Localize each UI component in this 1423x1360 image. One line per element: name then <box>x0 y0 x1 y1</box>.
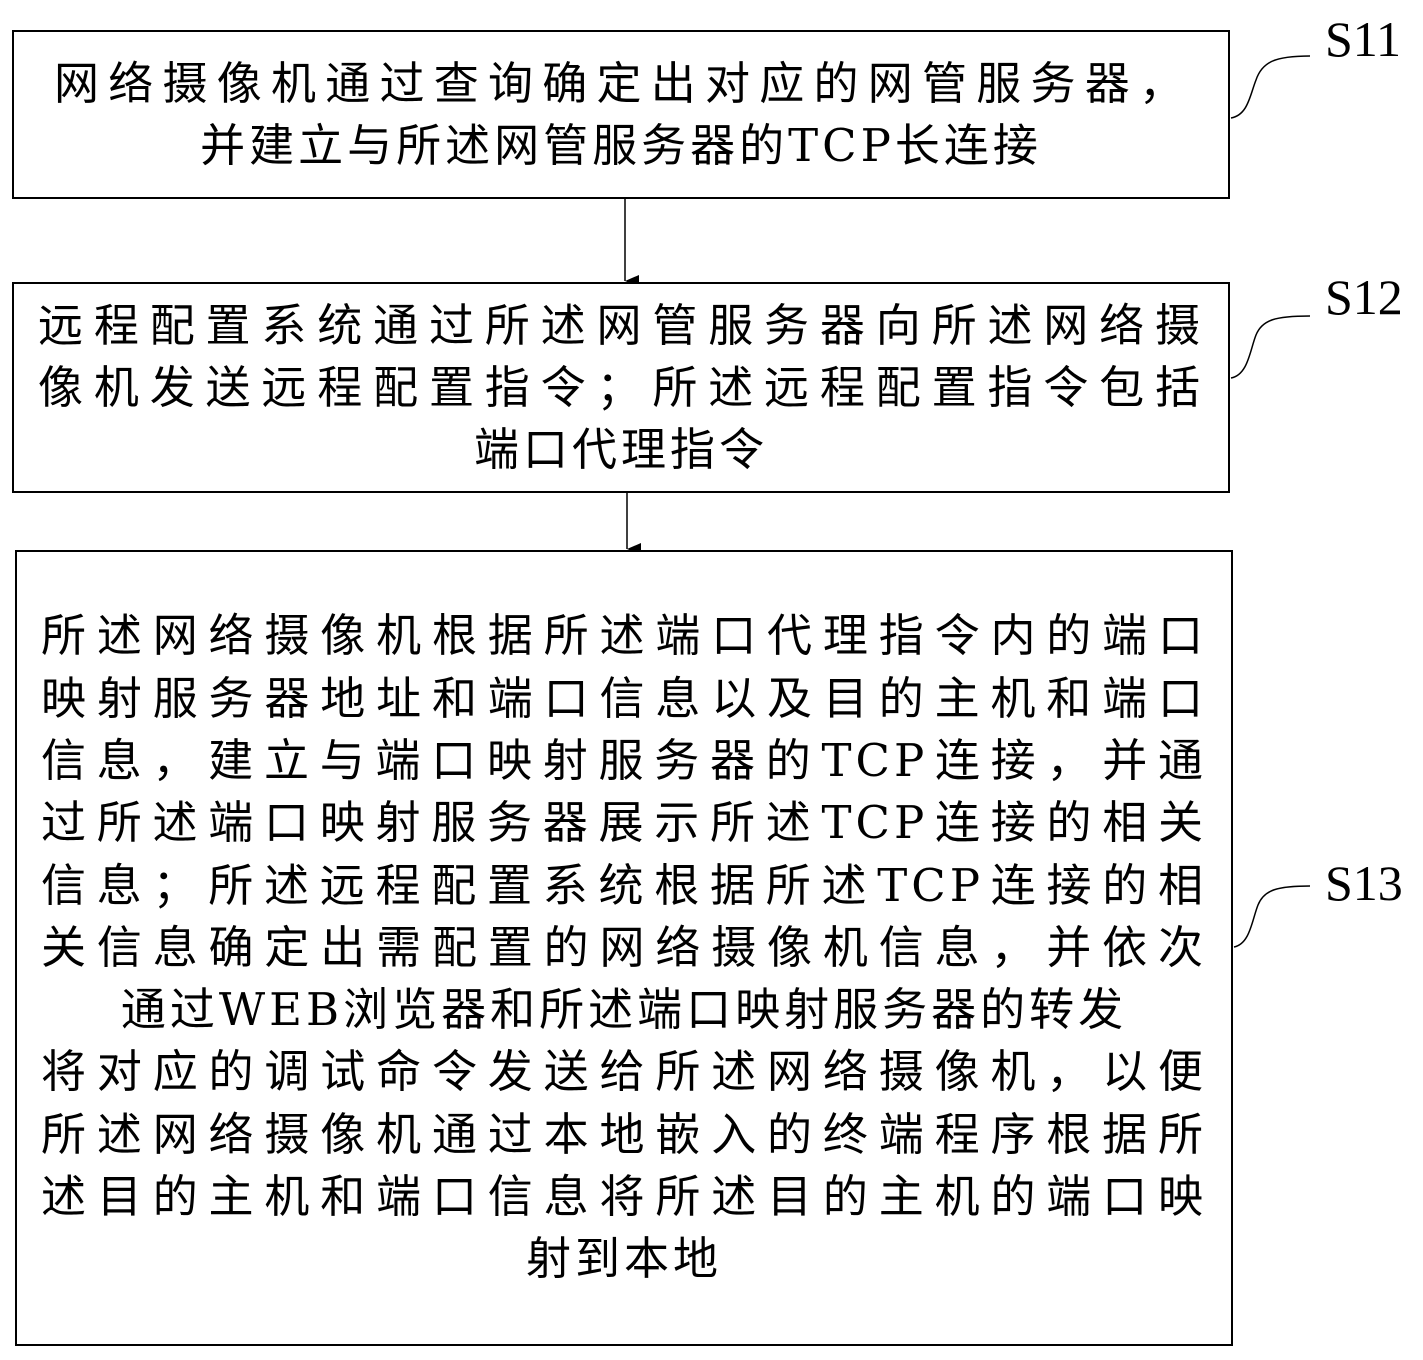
step-s13-line: 信息，建立与端口映射服务器的TCP连接，并通 <box>41 733 1207 787</box>
step-s11-line: 网络摄像机通过查询确定出对应的网管服务器， <box>54 56 1188 110</box>
step-s13-line: 关信息确定出需配置的网络摄像机信息，并依次 <box>41 920 1207 974</box>
step-s13-line: 过所述端口映射服务器展示所述TCP连接的相关 <box>41 796 1207 850</box>
step-s12-line: 像机发送远程配置指令；所述远程配置指令包括 <box>38 360 1204 414</box>
step-s12-line: 端口代理指令 <box>473 422 768 476</box>
step-s11-line: 并建立与所述网管服务器的TCP长连接 <box>200 118 1042 172</box>
step-box-s11: 网络摄像机通过查询确定出对应的网管服务器， 并建立与所述网管服务器的TCP长连接 <box>12 30 1230 199</box>
step-s13-line: 信息；所述远程配置系统根据所述TCP连接的相 <box>41 858 1207 912</box>
step-box-s13: 所述网络摄像机根据所述端口代理指令内的端口 映射服务器地址和端口信息以及目的主机… <box>15 550 1233 1346</box>
step-label-s12: S12 <box>1325 269 1403 325</box>
step-s13-line: 映射服务器地址和端口信息以及目的主机和端口 <box>41 671 1207 725</box>
step-s13-line: 通过WEB浏览器和所述端口映射服务器的转发 <box>120 983 1128 1037</box>
step-box-s12: 远程配置系统通过所述网管服务器向所述网络摄 像机发送远程配置指令；所述远程配置指… <box>12 282 1230 493</box>
step-s13-line: 射到本地 <box>525 1232 722 1286</box>
step-s13-line: 所述网络摄像机根据所述端口代理指令内的端口 <box>41 609 1207 663</box>
step-s13-line: 所述网络摄像机通过本地嵌入的终端程序根据所 <box>41 1107 1207 1161</box>
step-s13-line: 将对应的调试命令发送给所述网络摄像机，以便 <box>41 1045 1207 1099</box>
step-label-s11: S11 <box>1325 11 1401 67</box>
step-s13-line: 述目的主机和端口信息将所述目的主机的端口映 <box>41 1170 1207 1224</box>
leader-line-s12 <box>1230 315 1311 379</box>
step-label-s13: S13 <box>1325 855 1403 911</box>
leader-line-s11 <box>1230 55 1311 119</box>
step-s12-line: 远程配置系统通过所述网管服务器向所述网络摄 <box>38 298 1204 352</box>
leader-line-s13 <box>1233 885 1311 948</box>
